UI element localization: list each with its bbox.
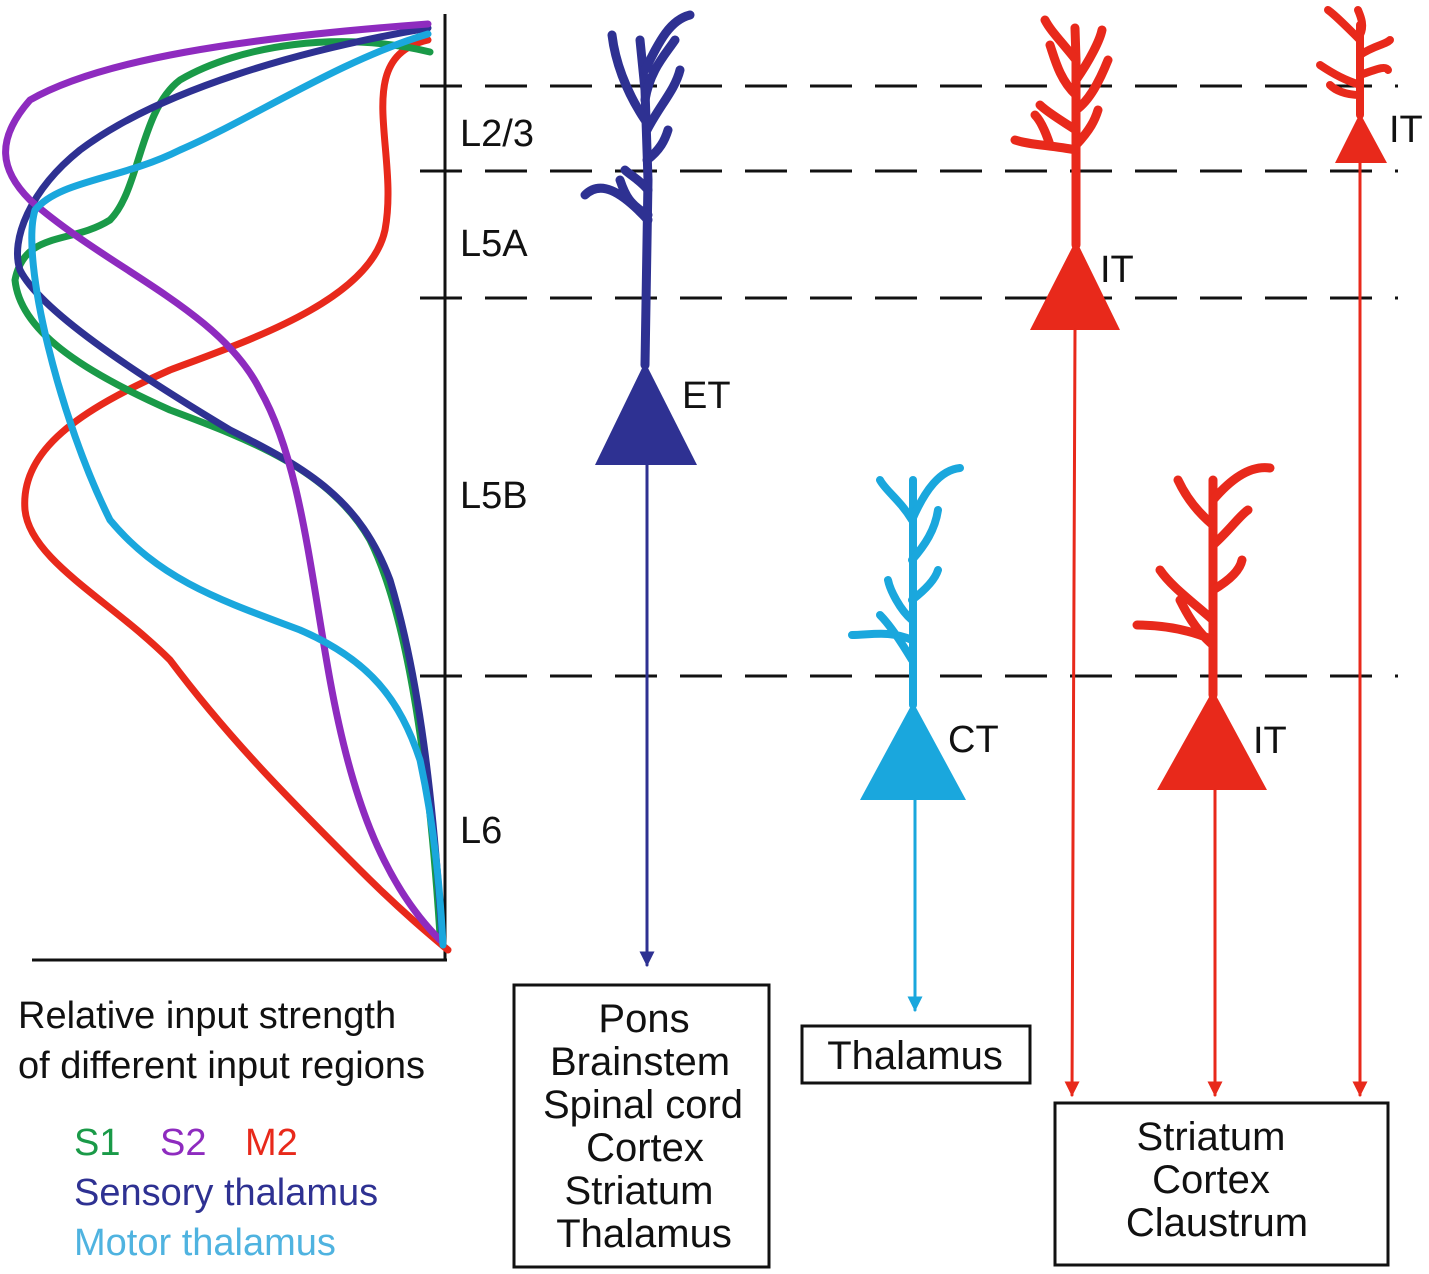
ct-target-1: Thalamus	[827, 1034, 1003, 1078]
et-target-6: Thalamus	[556, 1212, 732, 1256]
it-l6-label: IT	[1253, 720, 1287, 762]
layer-label-l23: L2/3	[460, 113, 534, 155]
legend-motor-thalamus: Motor thalamus	[74, 1222, 336, 1264]
ct-target-box: Thalamus	[800, 1024, 1032, 1085]
et-dendrite-branches	[580, 10, 695, 225]
et-target-frame	[512, 983, 771, 1269]
s2-curve	[2, 20, 444, 944]
it-l23-dendrite-branches	[1316, 6, 1394, 99]
input-profiles	[2, 20, 452, 954]
it-neuron-l23	[1316, 6, 1394, 1097]
it-target-1: Striatum	[1137, 1115, 1286, 1159]
et-soma	[595, 362, 697, 465]
it-l5a-soma	[1030, 240, 1120, 330]
layer-label-l5a: L5A	[460, 223, 528, 265]
legend-s1: S1	[74, 1122, 120, 1164]
caption-line-2: of different input regions	[18, 1045, 425, 1087]
it-l5a-label: IT	[1100, 249, 1134, 291]
et-neuron	[580, 10, 697, 967]
it-l5a-axon	[1064, 328, 1080, 1097]
it-target-box: Striatum Cortex Claustrum	[1053, 1101, 1390, 1267]
ct-soma	[860, 702, 966, 800]
legend-m2: M2	[245, 1122, 298, 1164]
it-l6-soma	[1157, 690, 1267, 790]
ct-dendrite-branches	[848, 464, 964, 664]
it-target-2: Cortex	[1152, 1158, 1270, 1202]
it-l5a-dendrite-branches	[1010, 15, 1113, 155]
et-target-3: Spinal cord	[543, 1083, 743, 1127]
sensory-thalamus-curve	[14, 24, 446, 939]
it-neuron-l5a	[1010, 15, 1120, 1097]
layer-label-l5b: L5B	[460, 475, 528, 517]
ct-neuron	[848, 464, 966, 1012]
it-l23-label: IT	[1389, 109, 1423, 151]
caption-line-1: Relative input strength	[18, 995, 396, 1037]
et-target-5: Striatum	[565, 1169, 714, 1213]
et-target-2: Brainstem	[550, 1040, 730, 1084]
motor-thalamus-curve	[28, 30, 447, 949]
legend: S1 S2 M2 Sensory thalamus Motor thalamus	[74, 1122, 378, 1264]
it-neuron-l6	[1132, 463, 1275, 1097]
et-target-1: Pons	[598, 997, 689, 1041]
it-l23-soma	[1335, 113, 1387, 163]
m2-curve	[21, 36, 452, 954]
it-l6-dendrite-branches	[1132, 463, 1275, 650]
et-label: ET	[682, 375, 731, 417]
legend-s2: S2	[160, 1122, 206, 1164]
legend-sensory-thalamus: Sensory thalamus	[74, 1172, 378, 1214]
et-target-box: Pons Brainstem Spinal cord Cortex Striat…	[512, 983, 771, 1269]
it-target-3: Claustrum	[1126, 1201, 1308, 1245]
s1-curve	[11, 38, 444, 939]
ct-target-frame	[800, 1024, 1032, 1085]
layer-label-l6: L6	[460, 810, 502, 852]
it-target-frame	[1053, 1101, 1390, 1267]
ct-label: CT	[948, 719, 999, 761]
et-target-4: Cortex	[586, 1126, 704, 1170]
